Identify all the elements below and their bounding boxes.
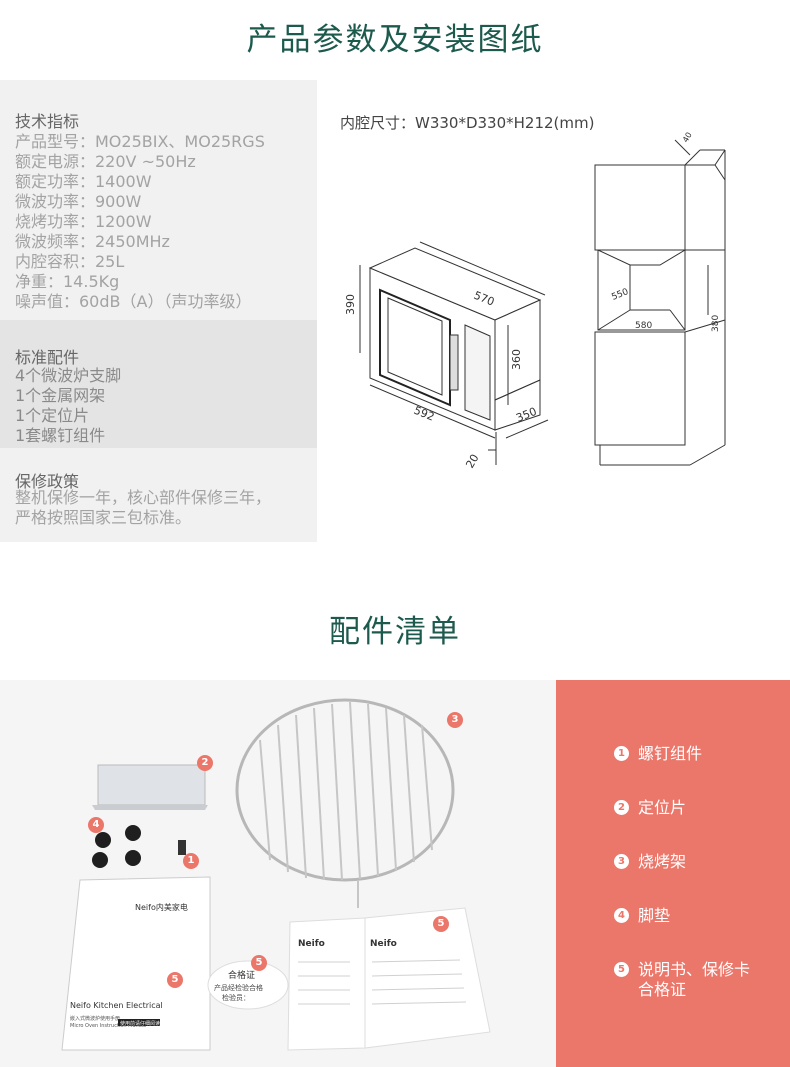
spec-line: 产品型号：MO25BIX、MO25RGS (15, 132, 265, 151)
legend-label-line2: 合格证 (638, 980, 687, 999)
cert-line-2: 检验员： (222, 993, 250, 1002)
spec-line: 净重：14.5Kg (15, 272, 120, 291)
spec-line: 噪声值：60dB（A）（声功率级） (15, 292, 252, 311)
badge-3: 3 (447, 712, 463, 728)
cabinet-drawing (594, 139, 726, 466)
badge-5: 5 (167, 972, 183, 988)
dim-40: 40 (681, 131, 694, 144)
warranty-heading: 保修政策 (15, 472, 80, 491)
warranty-block: 保修政策 整机保修一年，核心部件保修三年， 严格按照国家三包标准。 (0, 448, 317, 542)
legend-number: 5 (614, 962, 629, 977)
manual-brand: Neifo内美家电 (135, 902, 188, 912)
accessory-line: 1个金属网架 (15, 386, 106, 405)
spec-line: 额定功率：1400W (15, 172, 152, 191)
standard-accessories-block: 标准配件 4个微波炉支脚 1个金属网架 1个定位片 1套螺钉组件 (0, 320, 317, 448)
accessory-line: 1套螺钉组件 (15, 426, 106, 445)
legend-number: 2 (614, 800, 629, 815)
spec-line: 额定电源：220V ~50Hz (15, 152, 196, 171)
spec-line: 内腔容积：25L (15, 252, 125, 271)
legend-number: 1 (614, 746, 629, 761)
legend-number: 3 (614, 854, 629, 869)
accessories-illustration: Neifo内美家电 Neifo Kitchen Electrical 嵌入式微波… (61, 698, 491, 1051)
legend-label: 螺钉组件 (638, 744, 703, 763)
badge-2: 2 (197, 755, 213, 771)
dim-580: 580 (635, 321, 652, 331)
badge-5: 5 (251, 955, 267, 971)
dim-390: 390 (344, 294, 357, 315)
cert-title: 合格证 (228, 969, 255, 981)
accessory-line: 1个定位片 (15, 406, 90, 425)
legend-number: 4 (614, 908, 629, 923)
legend-label: 定位片 (638, 798, 687, 817)
badge-4: 4 (88, 817, 104, 833)
spec-line: 烧烤功率：1200W (15, 212, 152, 231)
dim-350: 350 (514, 405, 538, 425)
dim-550: 550 (610, 287, 630, 303)
accessories-legend: 1 螺钉组件 2 定位片 3 烧烤架 4 脚垫 5 说明书、保修卡 合格证 (556, 680, 790, 1067)
cert-line-1: 产品经检验合格 (214, 983, 263, 992)
cavity-size-caption: 内腔尺寸：W330*D330*H212(mm) (340, 114, 595, 132)
legend-label: 脚垫 (638, 906, 671, 925)
spec-line: 微波功率：900W (15, 192, 142, 211)
manual-company: Neifo Kitchen Electrical (70, 1001, 163, 1010)
legend-label: 烧烤架 (638, 852, 687, 871)
badge-1: 1 (183, 853, 199, 869)
standard-accessories-heading: 标准配件 (15, 348, 80, 367)
dim-380: 380 (711, 315, 721, 332)
legend-label: 说明书、保修卡 (638, 960, 751, 979)
section-title-params: 产品参数及安装图纸 (246, 22, 544, 58)
accessory-line: 4个微波炉支脚 (15, 366, 122, 385)
installation-drawing: 570 390 360 592 350 20 40 550 580 380 (344, 131, 726, 471)
microwave-drawing (359, 241, 549, 465)
card-brand-right: Neifo (370, 939, 397, 949)
manual-note: 使用前请仔细阅读 (120, 1020, 160, 1027)
warranty-line: 整机保修一年，核心部件保修三年， (15, 488, 272, 507)
tech-specs-heading: 技术指标 (15, 112, 80, 131)
badge-5: 5 (433, 916, 449, 932)
tech-specs-block: 技术指标 产品型号：MO25BIX、MO25RGS 额定电源：220V ~50H… (0, 80, 317, 320)
dim-360: 360 (510, 349, 523, 370)
dim-592: 592 (412, 404, 436, 424)
spec-panel: 技术指标 产品型号：MO25BIX、MO25RGS 额定电源：220V ~50H… (0, 80, 317, 542)
dim-20: 20 (463, 452, 481, 471)
section-title-accessories: 配件清单 (329, 614, 461, 650)
spec-line: 微波频率：2450MHz (15, 232, 170, 251)
card-brand-left: Neifo (298, 939, 325, 949)
manual-subtitle-en: Micro Oven Instruction Manual (70, 1023, 146, 1029)
manual-subtitle-cn: 嵌入式微波炉使用手册 (70, 1015, 120, 1022)
warranty-line: 严格按照国家三包标准。 (15, 508, 192, 527)
